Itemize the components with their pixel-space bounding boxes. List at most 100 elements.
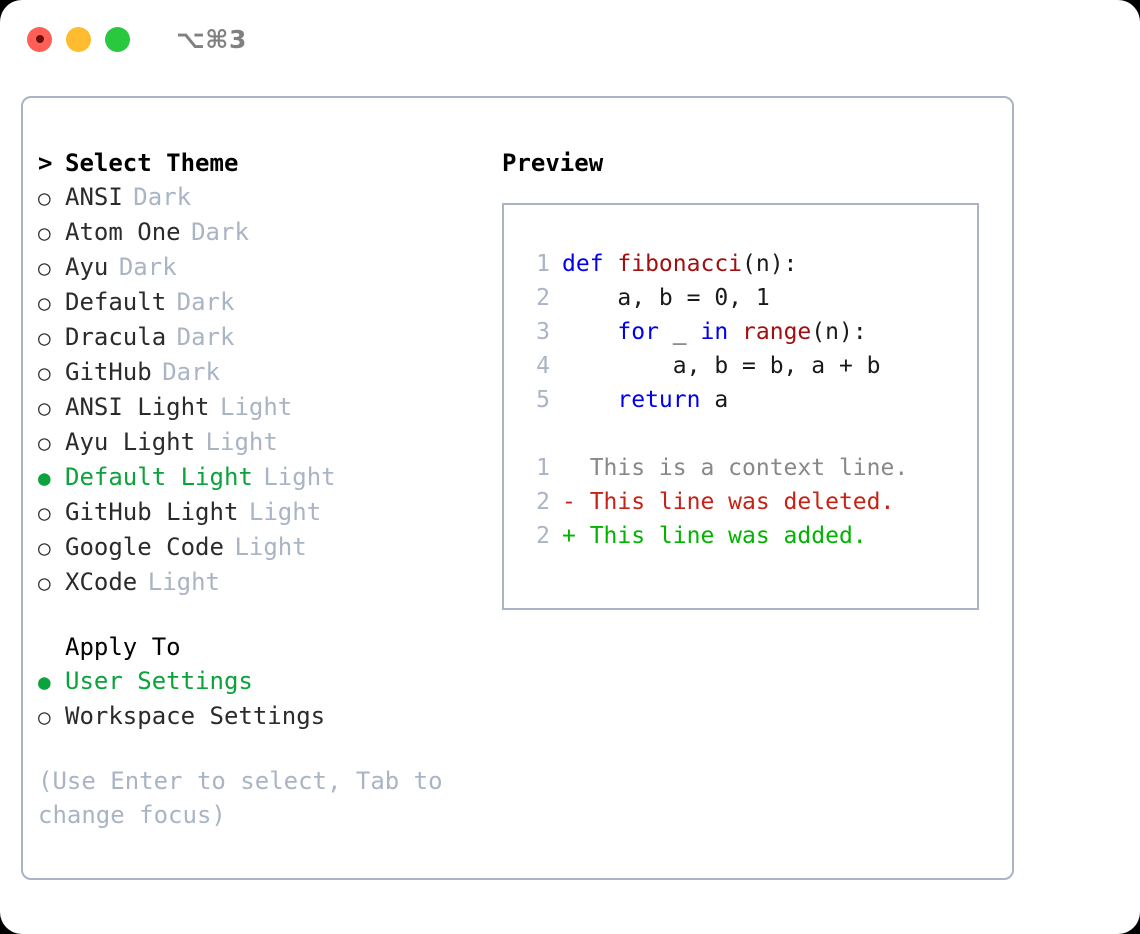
theme-option-github-light[interactable]: ○ GitHub Light Light bbox=[38, 495, 489, 530]
apply-to-option-workspace-settings[interactable]: ○Workspace Settings bbox=[38, 699, 489, 734]
theme-option-kind: Dark bbox=[118, 253, 177, 281]
code-token: a, b = b, a + b bbox=[562, 353, 881, 379]
window-titlebar: ⌥⌘3 bbox=[0, 0, 1140, 78]
apply-to-heading: Apply To bbox=[65, 633, 181, 661]
theme-option-label: ANSI bbox=[65, 183, 123, 211]
code-line-number: 5 bbox=[536, 387, 550, 413]
code-token: def bbox=[562, 251, 618, 277]
radio-unselected-icon: ○ bbox=[38, 326, 51, 350]
theme-option-label: XCode bbox=[65, 568, 138, 596]
traffic-lights bbox=[27, 26, 130, 52]
radio-unselected-icon: ○ bbox=[38, 221, 51, 245]
theme-option-google-code[interactable]: ○ Google Code Light bbox=[38, 530, 489, 565]
code-token: (n): bbox=[742, 251, 798, 277]
diff-line-text: - This line was deleted. bbox=[562, 489, 895, 515]
radio-unselected-icon: ○ bbox=[38, 361, 51, 385]
theme-option-label: ANSI Light bbox=[65, 393, 210, 421]
theme-option-label: Default Light bbox=[65, 463, 253, 491]
code-line: 5 return a bbox=[520, 383, 977, 417]
theme-option-kind: Dark bbox=[162, 358, 220, 386]
theme-option-label: Atom One bbox=[65, 218, 181, 246]
theme-option-default-light[interactable]: ● Default Light Light bbox=[38, 460, 489, 495]
window-title: ⌥⌘3 bbox=[176, 24, 247, 54]
theme-option-dracula[interactable]: ○ Dracula Dark bbox=[38, 320, 489, 355]
radio-unselected-icon: ○ bbox=[38, 501, 51, 525]
apply-to-list: ● User Settings ○Workspace Settings bbox=[38, 664, 489, 734]
radio-unselected-icon: ○ bbox=[38, 571, 51, 595]
theme-option-label: Ayu bbox=[65, 253, 109, 281]
code-line: 4 a, b = b, a + b bbox=[520, 349, 977, 383]
theme-option-label: GitHub bbox=[65, 358, 152, 386]
select-theme-heading-label: Select Theme bbox=[65, 149, 239, 177]
code-token: for bbox=[617, 319, 659, 345]
diff-line-number: 1 bbox=[536, 455, 550, 481]
select-theme-heading: >Select Theme bbox=[38, 146, 489, 180]
minimize-window-button[interactable] bbox=[66, 26, 91, 52]
code-line: 2 a, b = 0, 1 bbox=[520, 281, 977, 315]
code-token: range bbox=[742, 319, 812, 345]
diff-line: 2- This line was deleted. bbox=[520, 485, 977, 519]
diff-line: 1 This is a context line. bbox=[520, 451, 977, 485]
code-token bbox=[562, 319, 617, 345]
theme-option-xcode[interactable]: ○ XCode Light bbox=[38, 565, 489, 600]
code-token: a, b = 0, 1 bbox=[562, 285, 770, 311]
diff-line-number: 2 bbox=[536, 523, 550, 549]
apply-to-option-user-settings[interactable]: ● User Settings bbox=[38, 664, 489, 699]
code-line: 1 def fibonacci(n): bbox=[520, 247, 977, 281]
theme-option-kind: Light bbox=[234, 533, 307, 561]
theme-option-ansi-light[interactable]: ○ ANSI Light Light bbox=[38, 390, 489, 425]
apply-to-option-label: User Settings bbox=[65, 667, 253, 695]
radio-unselected-icon: ○ bbox=[38, 431, 51, 455]
radio-selected-icon: ● bbox=[38, 466, 51, 490]
code-gap bbox=[520, 417, 977, 451]
code-line-number: 4 bbox=[536, 353, 550, 379]
radio-unselected-icon: ○ bbox=[38, 536, 51, 560]
code-token: return bbox=[617, 387, 701, 413]
code-line-number: 1 bbox=[536, 251, 550, 277]
diff-line-text: + This line was added. bbox=[562, 523, 867, 549]
theme-option-kind: Light bbox=[205, 428, 278, 456]
keyboard-hint: (Use Enter to select, Tab to change focu… bbox=[38, 767, 458, 829]
theme-option-kind: Light bbox=[248, 498, 322, 526]
theme-option-label: GitHub Light bbox=[65, 498, 239, 526]
code-line-number: 3 bbox=[536, 319, 550, 345]
theme-option-kind: Dark bbox=[176, 323, 235, 351]
radio-unselected-icon: ○ bbox=[38, 396, 51, 420]
code-token: (n): bbox=[811, 319, 867, 345]
preview-heading: Preview bbox=[502, 149, 604, 177]
radio-selected-icon: ● bbox=[38, 670, 51, 694]
diff-sample: 1 This is a context line.2- This line wa… bbox=[520, 451, 977, 553]
theme-option-label: Dracula bbox=[65, 323, 167, 351]
theme-option-kind: Dark bbox=[133, 183, 192, 211]
diff-line-text: This is a context line. bbox=[562, 455, 909, 481]
theme-option-kind: Dark bbox=[176, 288, 235, 316]
radio-unselected-icon: ○ bbox=[38, 291, 51, 315]
theme-option-kind: Light bbox=[147, 568, 220, 596]
code-token bbox=[728, 319, 742, 345]
theme-option-label: Default bbox=[65, 288, 167, 316]
diff-line: 2 + This line was added. bbox=[520, 519, 977, 553]
close-window-button[interactable] bbox=[27, 26, 52, 52]
code-token: fibonacci bbox=[617, 251, 743, 277]
theme-option-default[interactable]: ○ Default Dark bbox=[38, 285, 489, 320]
theme-option-kind: Light bbox=[220, 393, 293, 421]
code-line: 3 for _ in range(n): bbox=[520, 315, 977, 349]
theme-option-label: Google Code bbox=[65, 533, 224, 561]
theme-option-ansi[interactable]: ○ ANSI Dark bbox=[38, 180, 489, 215]
theme-option-github[interactable]: ○ GitHub Dark bbox=[38, 355, 489, 390]
radio-unselected-icon: ○ bbox=[38, 186, 51, 210]
radio-unselected-icon: ○ bbox=[38, 705, 51, 729]
theme-option-kind: Light bbox=[263, 463, 336, 491]
maximize-window-button[interactable] bbox=[105, 26, 130, 52]
code-token bbox=[562, 387, 617, 413]
code-token: a bbox=[700, 387, 729, 413]
code-token: in bbox=[700, 319, 729, 345]
